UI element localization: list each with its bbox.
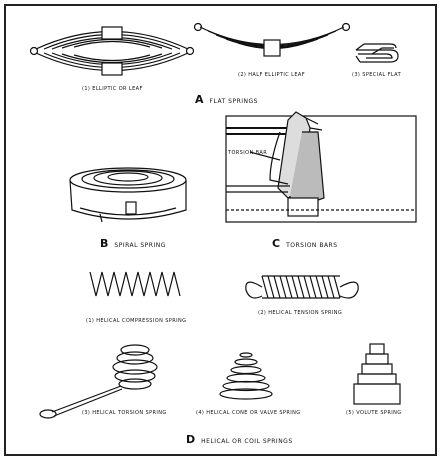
volute-spring-label: (5) VOLUTE SPRING	[346, 410, 402, 416]
tension-spring	[245, 275, 359, 299]
tension-spring-label: (2) HELICAL TENSION SPRING	[258, 310, 343, 316]
section-c-letter: C	[272, 237, 281, 250]
diagram-frame	[4, 4, 437, 456]
section-d-letter: D	[186, 433, 196, 446]
special-flat-label: (3) SPECIAL FLAT	[352, 72, 402, 78]
section-d-heading: D HELICAL OR COIL SPRINGS	[186, 428, 293, 447]
elliptic-leaf-spring	[29, 26, 195, 76]
section-b-title: SPIRAL SPRING	[114, 242, 166, 249]
torsion-bar-assembly	[225, 111, 417, 223]
special-flat-spring	[355, 43, 399, 63]
section-a-title: FLAT SPRINGS	[209, 98, 258, 105]
section-c-heading: C TORSION BARS	[272, 232, 338, 251]
compression-spring-label: (1) HELICAL COMPRESSION SPRING	[86, 318, 187, 324]
volute-spring	[353, 343, 401, 405]
torsion-bar-callout: TORSION BAR	[228, 150, 268, 156]
cone-spring-label: (4) HELICAL CONE OR VALVE SPRING	[196, 410, 301, 416]
section-b-heading: B SPIRAL SPRING	[100, 232, 166, 251]
compression-spring	[89, 271, 181, 297]
section-d-title: HELICAL OR COIL SPRINGS	[201, 438, 293, 445]
spiral-spring	[69, 167, 187, 223]
elliptic-leaf-label: (1) ELLIPTIC OR LEAF	[82, 86, 143, 92]
cone-valve-spring	[219, 352, 273, 400]
section-a-heading: A FLAT SPRINGS	[195, 88, 258, 107]
half-elliptic-leaf-label: (2) HALF ELLIPTIC LEAF	[238, 72, 305, 78]
section-a-letter: A	[195, 93, 204, 106]
helical-torsion-spring	[39, 344, 158, 419]
half-elliptic-leaf-spring	[193, 22, 351, 57]
section-b-letter: B	[100, 237, 109, 250]
torsion-spring-label: (3) HELICAL TORSION SPRING	[82, 410, 167, 416]
section-c-title: TORSION BARS	[286, 242, 338, 249]
